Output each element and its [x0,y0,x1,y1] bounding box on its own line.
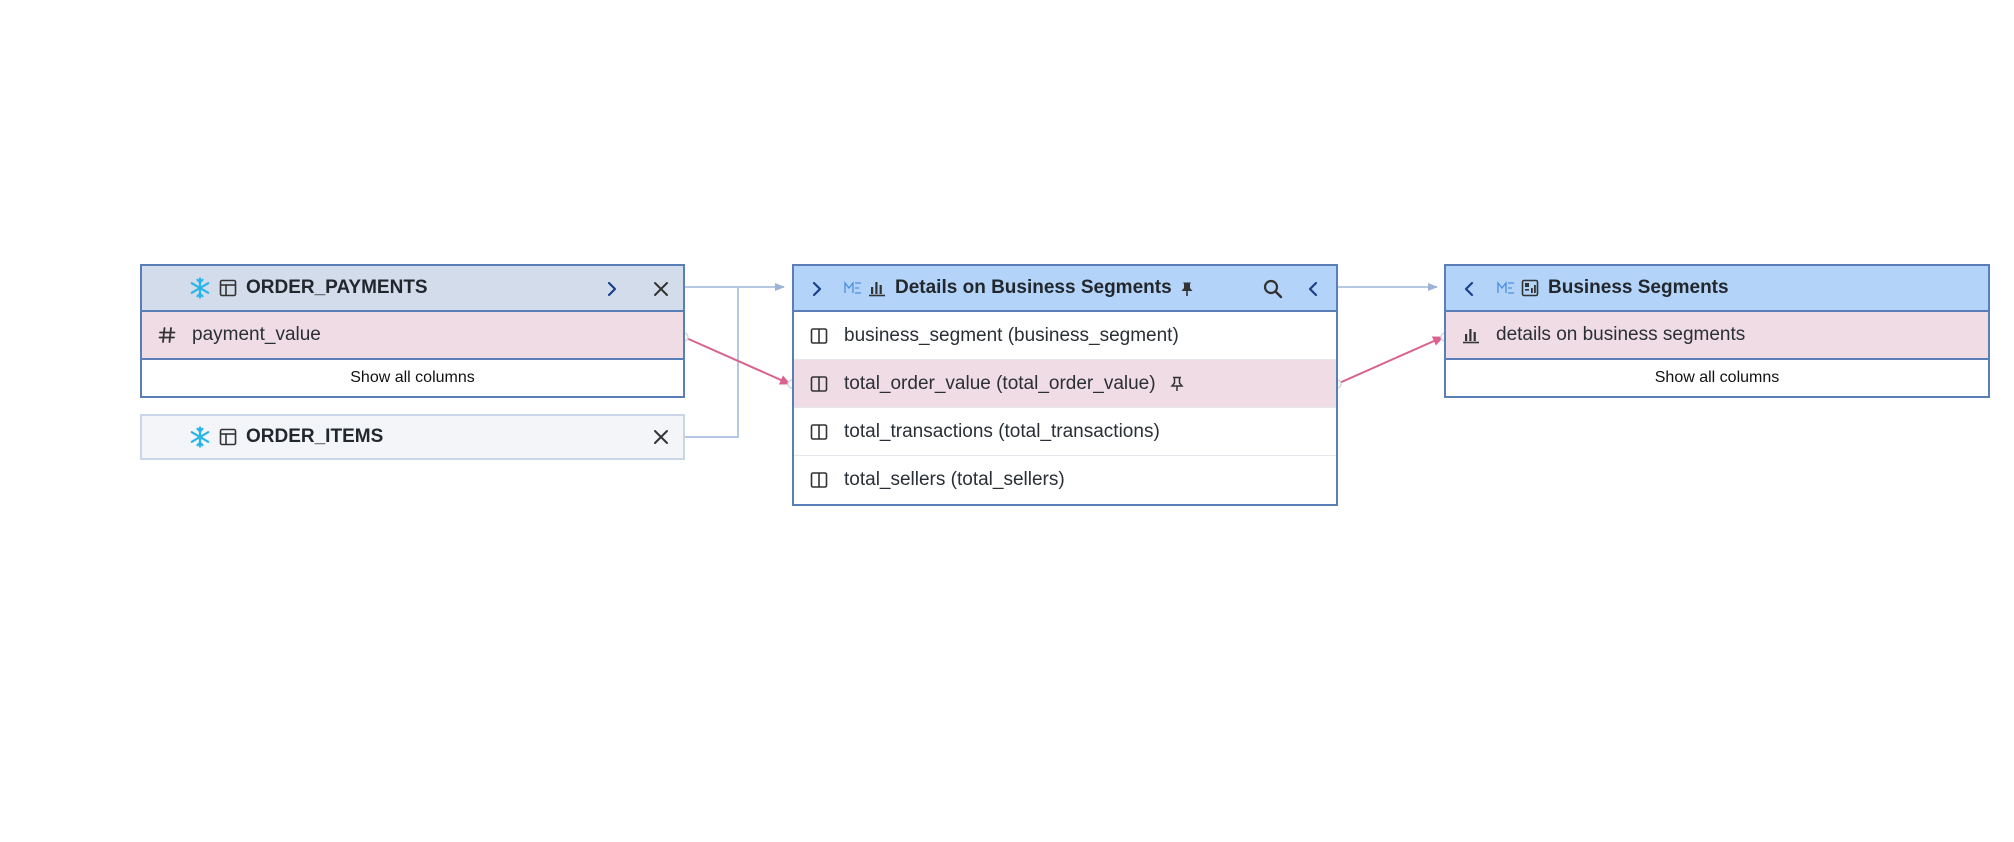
lineage-edge-total-order-value [1336,336,1444,385]
column-icon [808,471,830,489]
table-icon [219,428,237,446]
node-title: ORDER_PAYMENTS [246,277,428,298]
lineage-icon [844,281,862,295]
column-icon [808,423,830,441]
column-name: payment_value [192,324,321,345]
pin-outline-icon[interactable] [1169,376,1184,392]
hash-icon [156,326,178,344]
column-row[interactable]: details on business segments [1446,312,1988,360]
column-name: total_sellers (total_sellers) [844,469,1065,490]
column-name: total_order_value (total_order_value) [844,372,1156,394]
pin-icon[interactable] [1170,266,1204,312]
column-icon [808,375,830,393]
column-row[interactable]: total_order_value (total_order_value) [794,360,1336,408]
bar-chart-icon [868,279,886,297]
show-all-columns-button[interactable]: Show all columns [350,369,475,386]
column-name: business_segment (business_segment) [844,324,1179,346]
column-row[interactable]: payment_value [142,312,683,360]
node-header[interactable]: Business Segments [1446,266,1988,312]
column-row[interactable]: total_transactions (total_transactions) [794,408,1336,456]
chevron-right-icon[interactable] [595,266,629,312]
lineage-edge-payment-value [683,336,791,385]
snowflake-icon [189,426,211,448]
chevron-left-icon[interactable] [1452,266,1486,312]
node-header[interactable]: ORDER_PAYMENTS [142,266,683,312]
node-title: Details on Business Segments [895,277,1172,298]
column-row[interactable]: business_segment (business_segment) [794,312,1336,360]
flow-edge-order-items [684,287,739,438]
node-order-payments[interactable]: ORDER_PAYMENTS payment_value Show all co… [140,264,685,398]
node-header[interactable]: Details on Business Segments [794,266,1336,312]
close-icon[interactable] [644,266,678,312]
column-name: details on business segments [1496,324,1746,345]
column-row[interactable]: total_sellers (total_sellers) [794,456,1336,504]
node-business-segments[interactable]: Business Segments details on business se… [1444,264,1990,398]
close-icon[interactable] [644,416,678,458]
node-header[interactable]: ORDER_ITEMS [142,416,683,458]
node-details-on-business-segments[interactable]: Details on Business Segments business_se… [792,264,1338,506]
chevron-right-icon[interactable] [800,266,834,312]
column-icon [808,327,830,345]
table-icon [219,279,237,297]
node-title: ORDER_ITEMS [246,426,384,447]
snowflake-icon [189,277,211,299]
column-name: total_transactions (total_transactions) [844,420,1160,442]
node-title: Business Segments [1548,277,1729,298]
search-icon[interactable] [1256,266,1290,312]
show-all-columns-button[interactable]: Show all columns [1654,369,1780,386]
lineage-icon [1497,281,1515,295]
node-order-items[interactable]: ORDER_ITEMS [140,414,685,460]
bar-chart-icon [1460,326,1482,344]
chevron-left-icon[interactable] [1296,266,1330,312]
dashboard-icon [1521,279,1539,297]
